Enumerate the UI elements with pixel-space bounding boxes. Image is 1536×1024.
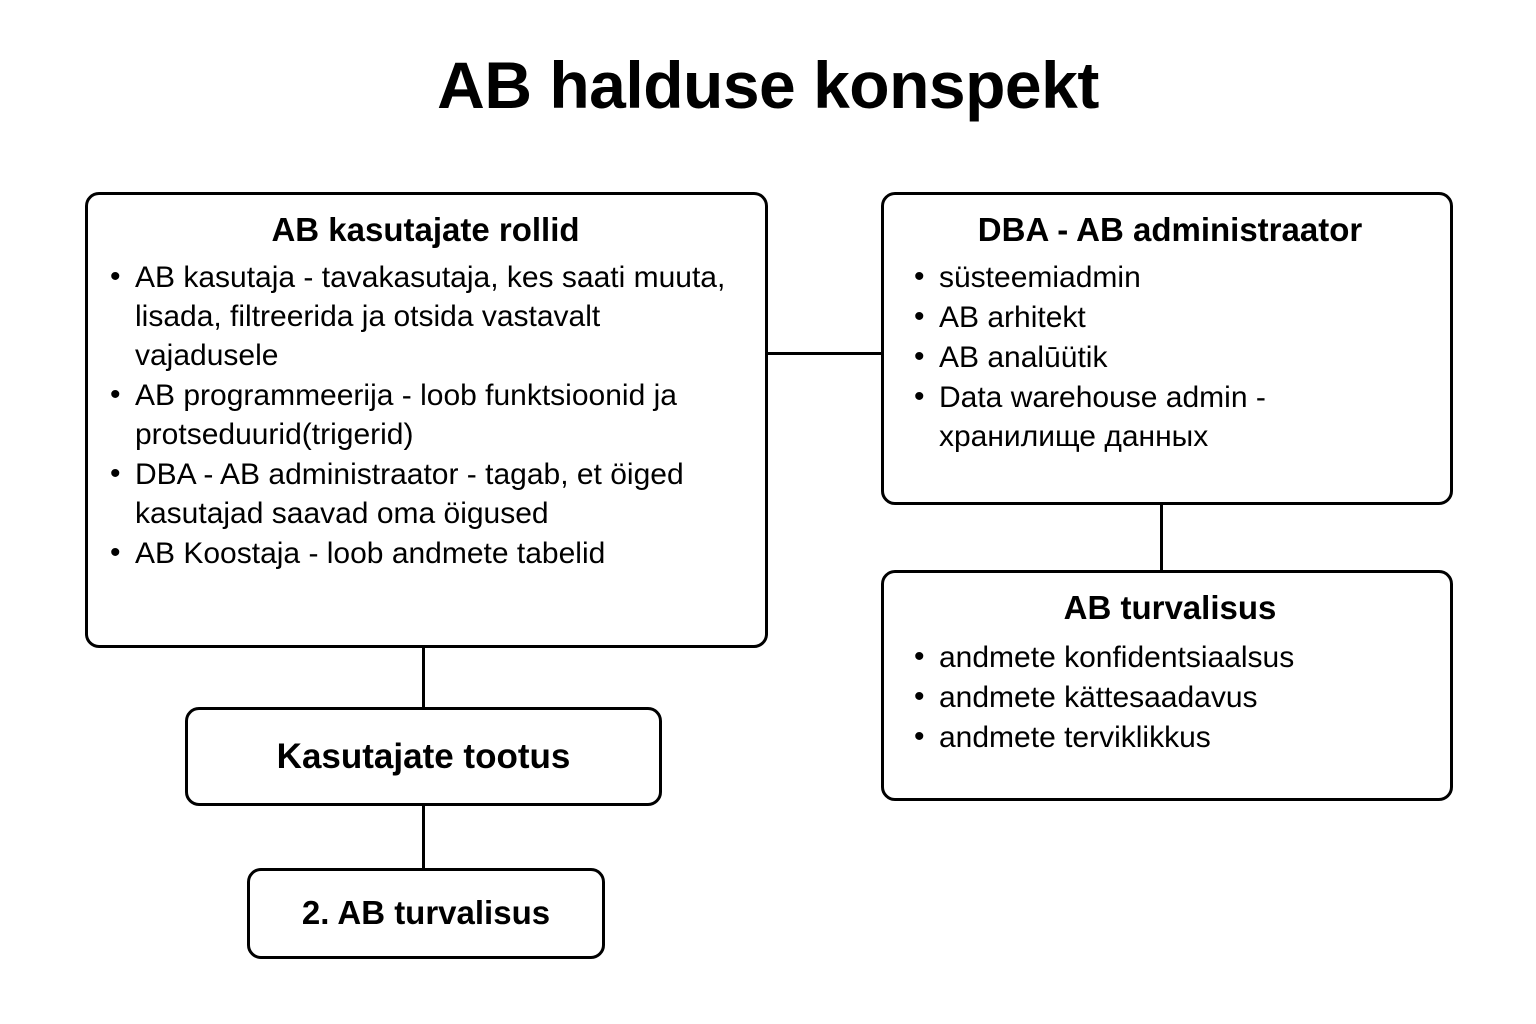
- list-item: andmete kättesaadavus: [910, 677, 1430, 717]
- node-bullet-list-security: andmete konfidentsiaalsus andmete kättes…: [910, 637, 1430, 757]
- node-title-roles: AB kasutajate rollid: [271, 211, 580, 248]
- list-item: AB programmeerija - loob funktsioonid ja…: [106, 375, 745, 454]
- list-item: andmete konfidentsiaalsus: [910, 637, 1430, 677]
- node-kasutajate-tootus[interactable]: Kasutajate tootus: [185, 707, 662, 806]
- page-title: AB halduse konspekt: [437, 48, 1099, 122]
- list-item: AB Koostaja - loob andmete tabelid: [106, 533, 745, 573]
- node-title-output: Kasutajate tootus: [276, 736, 571, 776]
- node-ab-kasutajate-rollid[interactable]: AB kasutajate rollid AB kasutaja - tavak…: [85, 192, 768, 648]
- list-item: andmete terviklikkus: [910, 717, 1430, 757]
- connector-roles-to-dba: [766, 352, 883, 355]
- connector-roles-to-output: [422, 646, 425, 709]
- node-title-dba: DBA - AB administraator: [977, 211, 1363, 248]
- list-item: AB kasutaja - tavakasutaja, kes saati mu…: [106, 257, 745, 375]
- list-item: AB arhitekt: [910, 297, 1430, 337]
- connector-output-to-security2: [422, 804, 425, 870]
- node-bullet-list-roles: AB kasutaja - tavakasutaja, kes saati mu…: [106, 257, 745, 573]
- node-dba-ab-administraator[interactable]: DBA - AB administraator süsteemiadmin AB…: [881, 192, 1453, 505]
- list-item: süsteemiadmin: [910, 257, 1430, 297]
- list-item: AB analūütik: [910, 337, 1430, 377]
- node-title-security2: 2. AB turvalisus: [301, 894, 551, 932]
- node-title-security: AB turvalisus: [1063, 589, 1277, 626]
- node-bullet-list-dba: süsteemiadmin AB arhitekt AB analūütik D…: [910, 257, 1430, 456]
- list-item: Data warehouse admin - хранилище данных: [910, 377, 1430, 456]
- node-ab-turvalisus[interactable]: AB turvalisus andmete konfidentsiaalsus …: [881, 570, 1453, 801]
- connector-dba-to-security: [1160, 503, 1163, 572]
- list-item: DBA - AB administraator - tagab, et öige…: [106, 454, 745, 533]
- node-2-ab-turvalisus[interactable]: 2. AB turvalisus: [247, 868, 605, 959]
